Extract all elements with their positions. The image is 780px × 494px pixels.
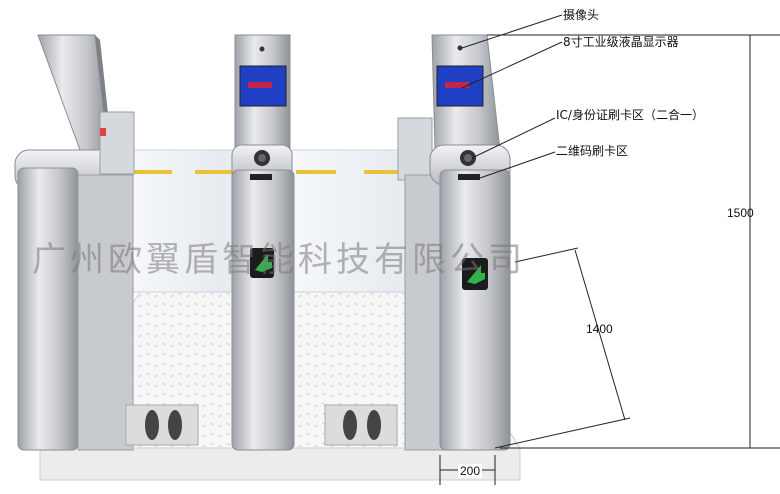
dimension-lines	[439, 34, 780, 485]
dimension-height-total: 1500	[727, 206, 754, 220]
footprint-mat-left	[125, 404, 199, 446]
wing-lights	[132, 170, 404, 174]
callout-camera: 摄像头	[563, 8, 600, 22]
callout-ic-card: IC/身份证刷卡区（二合一）	[556, 108, 704, 122]
callout-lcd: 8寸工业级液晶显示器	[563, 35, 679, 49]
middle-cabinet	[231, 34, 295, 451]
dimension-width: 200	[458, 464, 483, 478]
left-cabinet	[14, 34, 135, 451]
company-watermark: 广州欧翼盾智能科技有限公司	[32, 240, 526, 280]
callout-qr-code: 二维码刷卡区	[556, 144, 629, 158]
callout-lines	[461, 14, 563, 179]
footprint-mat-right	[324, 404, 398, 446]
dimension-height-cabinet: 1400	[586, 322, 613, 336]
right-cabinet	[397, 34, 511, 451]
